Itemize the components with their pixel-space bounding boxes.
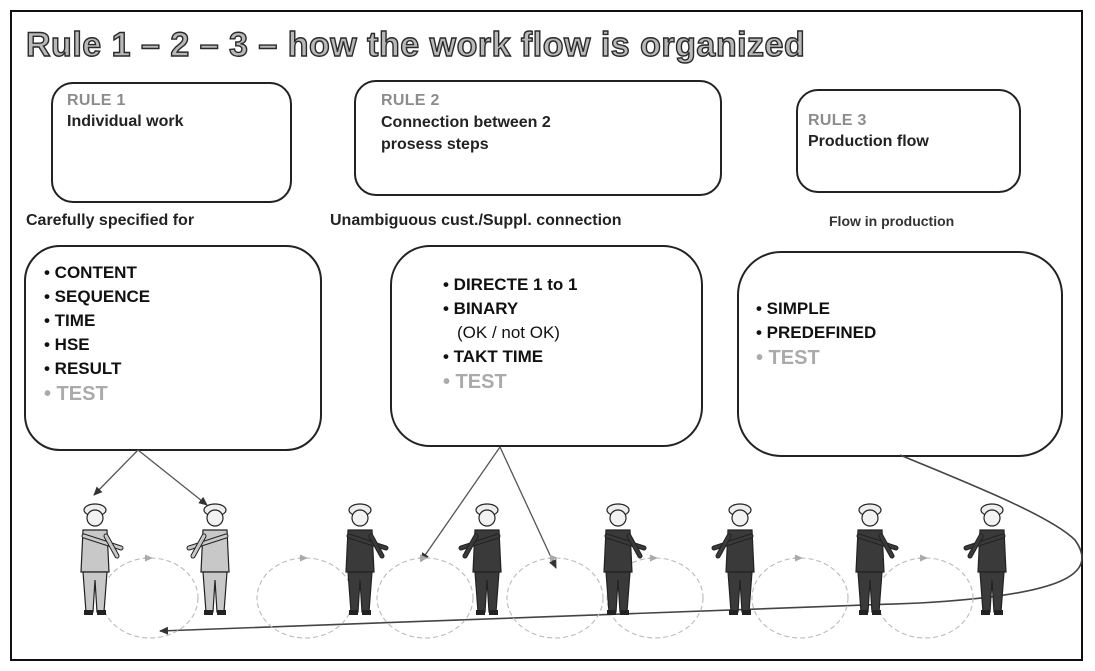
rule-1-bullet-box: • CONTENT • SEQUENCE • TIME • HSE • RESULT • … (24, 245, 322, 451)
flow-arrow-icon (159, 454, 1083, 635)
rule-3-caption: Flow in production (829, 213, 955, 229)
bullet-item: • TIME (44, 311, 96, 330)
rule-1-caption: Carefully specified for (26, 212, 195, 229)
bullet-item: • PREDEFINED (756, 323, 877, 342)
bullet-item: • TEST (44, 383, 108, 405)
cycle-group (101, 554, 974, 639)
pointer-arrows (93, 446, 557, 569)
rule-2-head: RULE 2 (381, 92, 440, 109)
rule-2-bullet-list: • DIRECTE 1 to 1 • BINARY (OK / not OK) • T… (443, 273, 577, 395)
rule-3-body: Production flow (808, 133, 929, 150)
worker-icon (963, 503, 1007, 615)
circular-arrow-icon (506, 557, 604, 639)
pointer-arrow-left (93, 449, 139, 496)
circular-arrow-icon (606, 557, 704, 639)
bullet-item: (OK / not OK) (457, 323, 560, 342)
circular-arrow-icon (751, 557, 849, 639)
pointer-arrow-right (137, 449, 208, 506)
rule-3-bullet-box: • SIMPLE • PREDEFINED • TEST (737, 251, 1063, 457)
bullet-item: • DIRECTE 1 to 1 (443, 275, 578, 294)
bullet-item: • TAKT TIME (443, 347, 544, 366)
worker-icon (855, 503, 899, 615)
bullet-item: • TEST (443, 371, 507, 393)
rule-3-bullet-list: • SIMPLE • PREDEFINED • TEST (756, 297, 876, 371)
rule-2-bullet-box: • DIRECTE 1 to 1 • BINARY (OK / not OK) • T… (390, 245, 703, 447)
slide-title: Rule 1 – 2 – 3 – how the work flow is or… (25, 25, 806, 64)
bullet-item: • SEQUENCE (44, 287, 151, 306)
worker-icon (711, 503, 755, 615)
circular-arrow-icon (876, 557, 974, 639)
rule-2-caption: Unambiguous cust./Suppl. connection (330, 212, 622, 229)
circular-arrow-icon (376, 557, 474, 639)
bullet-item: • CONTENT (44, 263, 137, 282)
pointer-arrow-left (420, 446, 501, 562)
rule-1-box (51, 82, 292, 203)
worker-icon (603, 503, 647, 615)
bullet-item: • RESULT (44, 359, 122, 378)
worker-icon (345, 503, 389, 615)
rule-2-body-line-1: Connection between 2 (381, 114, 551, 131)
bullet-item: • SIMPLE (756, 299, 830, 318)
rule-3-head: RULE 3 (808, 112, 867, 129)
rule-1-body: Individual work (67, 113, 184, 130)
circular-arrow-icon (101, 557, 199, 639)
rule-2-box (354, 80, 722, 196)
bullet-item: • TEST (756, 347, 820, 369)
rule-3-box (796, 89, 1021, 193)
worker-group (80, 503, 1007, 615)
bullet-item: • HSE (44, 335, 90, 354)
worker-icon (186, 503, 230, 615)
rule-2-body-line-2: prosess steps (381, 136, 489, 153)
rule-1-head: RULE 1 (67, 92, 126, 109)
rule-1-bullet-list: • CONTENT • SEQUENCE • TIME • HSE • RESULT • … (44, 261, 150, 407)
worker-icon (458, 503, 502, 615)
bullet-item: • BINARY (443, 299, 519, 318)
pointer-arrow-right (499, 446, 557, 569)
worker-icon (80, 503, 124, 615)
